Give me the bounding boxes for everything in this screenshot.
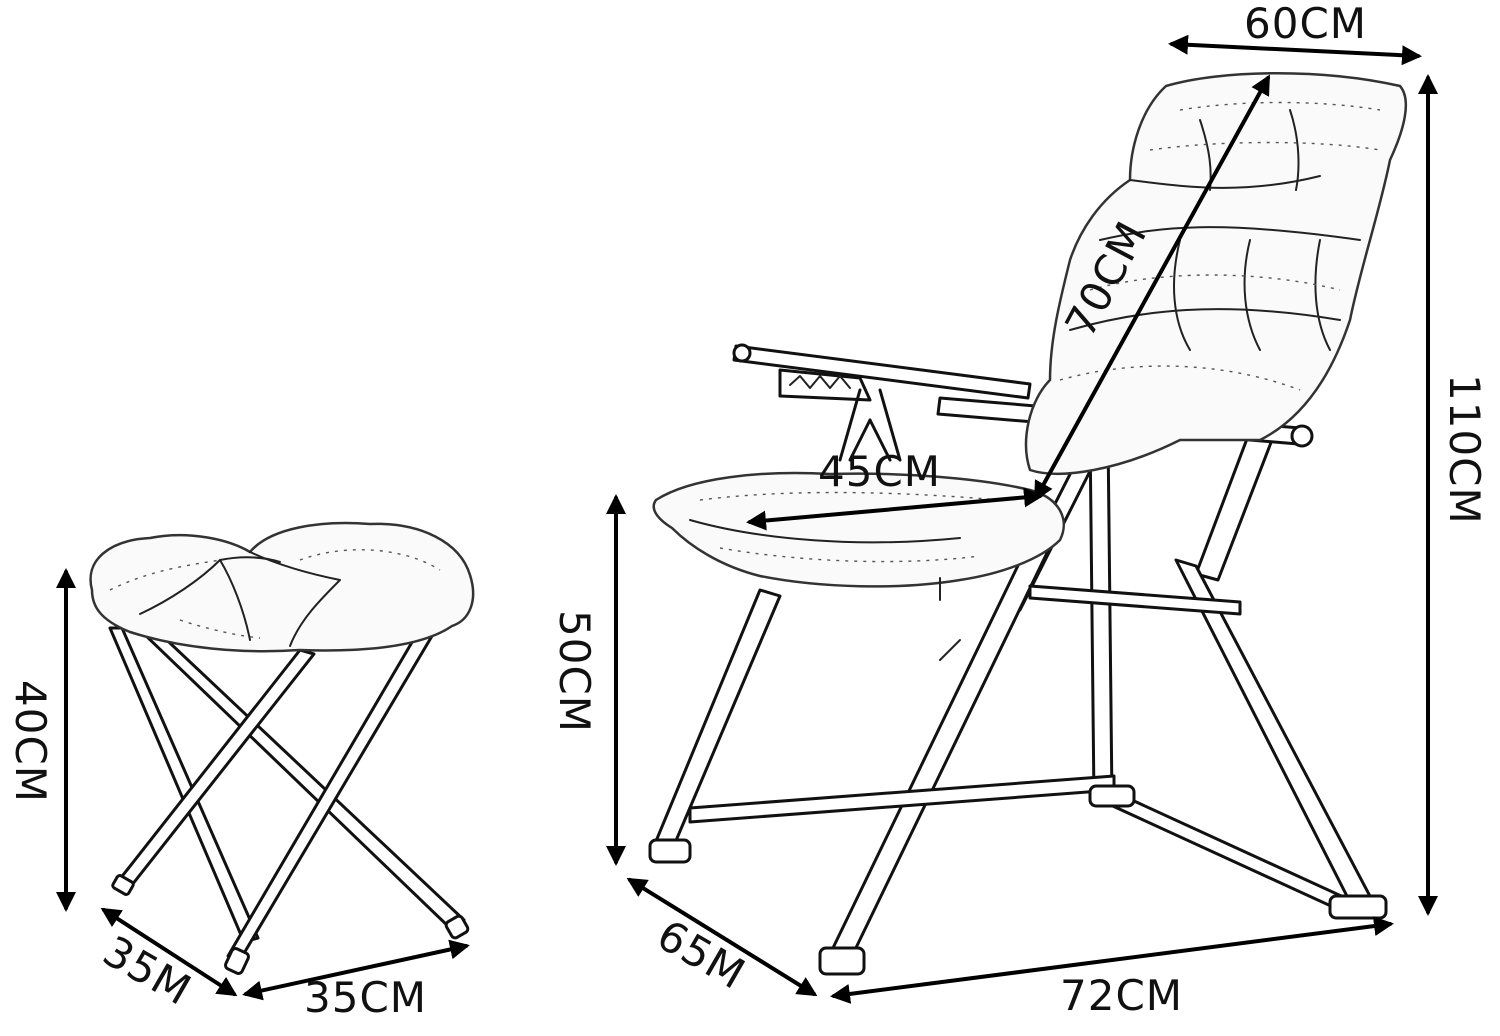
stool-width-arrow [242,939,470,1001]
stool-cushion [89,521,475,653]
chair-backrest-arrow [1034,74,1270,502]
stool-height-label: 40CM [6,680,55,803]
chair-top-width-arrow [1168,34,1422,66]
chair-base-length-label: 72CM [1060,971,1183,1020]
stool-depth-arrow [100,907,238,997]
chair-top-width-label: 60CM [1244,0,1367,48]
chair-seat-width-label: 45CM [818,447,941,496]
chair-seat-width-arrow [746,487,1044,531]
chair-base-depth-arrow [626,877,818,997]
stool-drawing [89,521,475,975]
chair-drawing [648,72,1408,976]
stool-width-label: 35CM [304,973,427,1022]
chair-total-height-label: 110CM [1440,374,1489,525]
stool-dimensions [56,568,470,1001]
stool-legs [108,626,470,975]
chair-base-length-arrow [830,916,1394,1004]
chair-dimensions [606,34,1438,1004]
chair-seat-height-label: 50CM [550,610,599,733]
